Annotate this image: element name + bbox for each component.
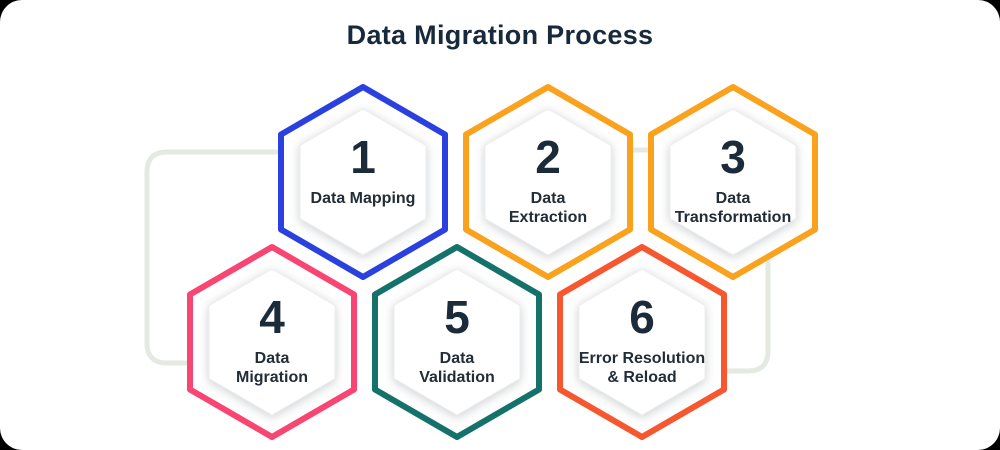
hexagon-step-1: [278, 84, 448, 280]
hexagon-step-2: [463, 84, 633, 280]
hexagon-2-inner: [484, 108, 612, 256]
hexagon-3-inner: [669, 108, 797, 256]
hexagon-5-inner: [393, 268, 521, 416]
connector-right-loop: [723, 232, 771, 374]
hexagon-4-inner: [208, 268, 336, 416]
hexagon-step-4: [187, 244, 357, 440]
hexagon-step-5: [372, 244, 542, 440]
page-title: Data Migration Process: [346, 20, 654, 50]
hexagon-6-inner: [578, 268, 706, 416]
connector-left-loop: [144, 149, 285, 366]
hexagon-step-6: [557, 244, 727, 440]
hexagon-step-3: [648, 84, 818, 280]
hexagon-1-inner: [299, 108, 427, 256]
